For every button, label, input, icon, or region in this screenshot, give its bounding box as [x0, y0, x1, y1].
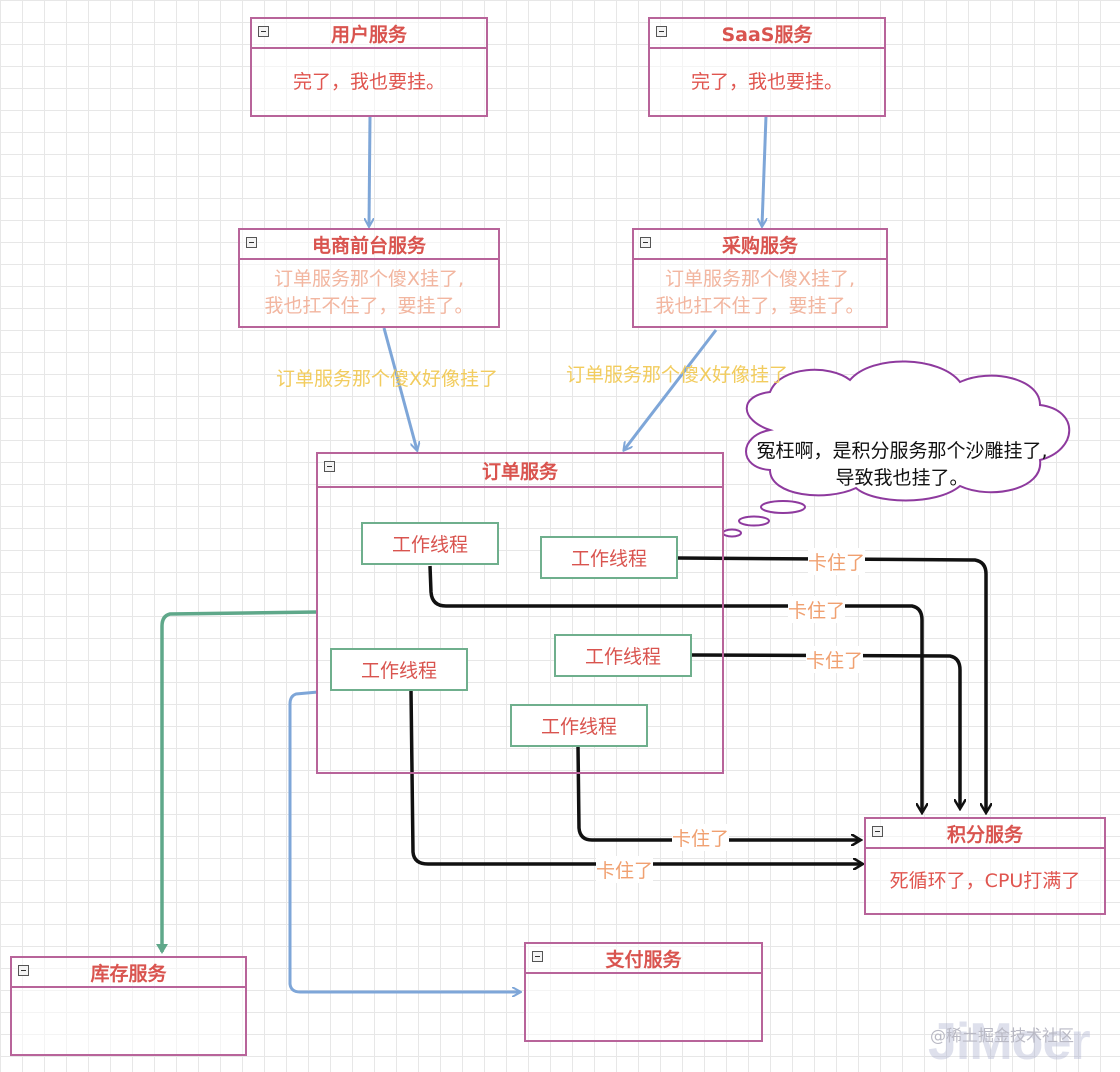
saas-service-box[interactable]: SaaS服务 完了，我也要挂。	[648, 17, 886, 117]
worker-thread-label: 工作线程	[584, 646, 661, 668]
user-service-box[interactable]: 用户服务 完了，我也要挂。	[250, 17, 488, 117]
arrow-frontend-to-order	[382, 327, 417, 450]
arrow-saas-to-purchase	[762, 115, 768, 226]
points-service-header: 积分服务	[866, 819, 1104, 849]
edge-label-frontend-to-order: 订单服务那个傻X好像挂了	[276, 368, 499, 390]
saas-service-header: SaaS服务	[650, 19, 884, 49]
user-service-title: 用户服务	[330, 23, 407, 46]
arrow-user-to-frontend	[369, 115, 370, 226]
collapse-icon[interactable]	[246, 237, 257, 248]
arrow-purchase-to-order	[624, 329, 718, 450]
arrow-thread1-to-points	[428, 565, 922, 812]
edge-label-purchase-to-order: 订单服务那个傻X好像挂了	[566, 364, 789, 386]
purchase-service-message-line2: 我也扛不住了，要挂了。	[655, 295, 865, 317]
frontend-service-title: 电商前台服务	[311, 234, 426, 257]
collapse-icon[interactable]	[532, 951, 543, 962]
edge-label-stuck: 卡住了	[788, 596, 846, 623]
frontend-service-message-line1: 订单服务那个傻X挂了,	[273, 268, 465, 290]
thought-bubble-line2: 导致我也挂了。	[835, 467, 969, 489]
inventory-service-title: 库存服务	[90, 962, 167, 985]
arrow-thread3-to-points	[409, 689, 862, 864]
worker-thread-label: 工作线程	[540, 716, 617, 738]
purchase-service-message-line1: 订单服务那个傻X挂了,	[664, 268, 856, 290]
user-service-message: 完了，我也要挂。	[292, 70, 445, 93]
worker-thread-label: 工作线程	[570, 548, 647, 570]
points-service-box[interactable]: 积分服务 死循环了，CPU打满了	[864, 817, 1106, 915]
collapse-icon[interactable]	[872, 826, 883, 837]
edge-label-stuck: 卡住了	[672, 824, 730, 851]
payment-service-title: 支付服务	[605, 948, 682, 971]
worker-thread-label: 工作线程	[360, 660, 437, 682]
edge-label-stuck: 卡住了	[596, 856, 654, 883]
purchase-service-title: 采购服务	[721, 234, 798, 257]
worker-thread-2[interactable]: 工作线程	[540, 536, 678, 579]
edge-label-stuck: 卡住了	[808, 548, 866, 575]
watermark-logo: JiMoer	[928, 1013, 1091, 1071]
frontend-service-box[interactable]: 电商前台服务 订单服务那个傻X挂了, 我也扛不住了，要挂了。	[238, 228, 500, 328]
arrow-thread5-to-points	[576, 745, 860, 840]
order-service-header: 订单服务	[318, 454, 722, 488]
thought-bubble-text: 冤枉啊，是积分服务那个沙雕挂了, 导致我也挂了。	[722, 438, 1082, 492]
worker-thread-5[interactable]: 工作线程	[510, 704, 648, 747]
edge-label-stuck: 卡住了	[806, 646, 864, 673]
collapse-icon[interactable]	[324, 461, 335, 472]
payment-service-box[interactable]: 支付服务	[524, 942, 763, 1042]
collapse-icon[interactable]	[258, 26, 269, 37]
arrow-order-to-payment	[288, 690, 520, 992]
user-service-header: 用户服务	[252, 19, 486, 49]
thought-bubble-line1: 冤枉啊，是积分服务那个沙雕挂了,	[756, 440, 1048, 462]
points-service-body: 死循环了，CPU打满了	[866, 849, 1104, 913]
worker-thread-3[interactable]: 工作线程	[330, 648, 468, 691]
saas-service-message: 完了，我也要挂。	[690, 70, 843, 93]
worker-thread-4[interactable]: 工作线程	[554, 634, 692, 677]
frontend-service-body: 订单服务那个傻X挂了, 我也扛不住了，要挂了。	[240, 260, 498, 326]
inventory-service-box[interactable]: 库存服务	[10, 956, 247, 1056]
points-service-message: 死循环了，CPU打满了	[889, 869, 1081, 892]
frontend-service-message-line2: 我也扛不住了，要挂了。	[264, 295, 474, 317]
arrow-thread2-to-points	[677, 556, 986, 812]
thought-cloud	[722, 360, 1071, 538]
collapse-icon[interactable]	[656, 26, 667, 37]
saas-service-body: 完了，我也要挂。	[650, 49, 884, 115]
collapse-icon[interactable]	[640, 237, 651, 248]
order-service-title: 订单服务	[481, 460, 558, 483]
arrow-order-to-inventory	[156, 610, 319, 954]
collapse-icon[interactable]	[18, 965, 29, 976]
purchase-service-body: 订单服务那个傻X挂了, 我也扛不住了，要挂了。	[634, 260, 886, 326]
worker-thread-label: 工作线程	[391, 534, 468, 556]
inventory-service-header: 库存服务	[12, 958, 245, 988]
worker-thread-1[interactable]: 工作线程	[361, 522, 499, 565]
purchase-service-header: 采购服务	[634, 230, 886, 260]
frontend-service-header: 电商前台服务	[240, 230, 498, 260]
purchase-service-box[interactable]: 采购服务 订单服务那个傻X挂了, 我也扛不住了，要挂了。	[632, 228, 888, 328]
order-service-box[interactable]: 订单服务	[316, 452, 724, 774]
user-service-body: 完了，我也要挂。	[252, 49, 486, 115]
saas-service-title: SaaS服务	[721, 23, 813, 46]
watermark-text: @稀土掘金技术社区	[930, 1026, 1075, 1045]
payment-service-header: 支付服务	[526, 944, 761, 974]
arrow-thread4-to-points	[691, 653, 960, 808]
points-service-title: 积分服务	[946, 823, 1023, 846]
